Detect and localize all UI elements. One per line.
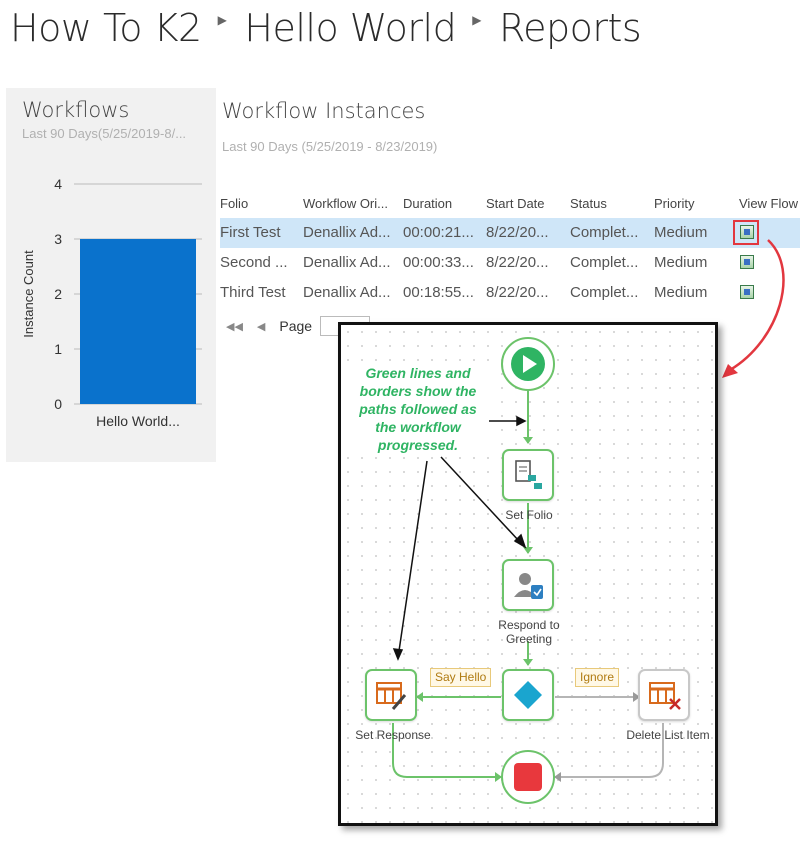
column-header-originator[interactable]: Workflow Ori... [303, 196, 388, 211]
respond-to-greeting-node[interactable] [502, 559, 554, 611]
list-delete-icon [649, 682, 681, 710]
bar [80, 239, 196, 404]
play-icon [511, 347, 545, 381]
y-axis-label: Instance Count [21, 250, 36, 338]
y-tick-label: 4 [54, 176, 62, 192]
page-label: Page [279, 318, 313, 334]
stop-icon [514, 763, 542, 791]
cell-start-date: 8/22/20... [486, 224, 549, 241]
column-header-view-flow[interactable]: View Flow [739, 196, 799, 211]
end-node[interactable] [501, 750, 555, 804]
callout-arrow [722, 239, 785, 378]
x-tick-label: Hello World... [96, 413, 180, 429]
table-header: Folio Workflow Ori... Duration Start Dat… [220, 192, 800, 218]
previous-page-icon[interactable]: ◀ [256, 320, 266, 333]
column-header-priority[interactable]: Priority [654, 196, 695, 211]
cell-folio: First Test [220, 224, 281, 241]
column-header-start-date[interactable]: Start Date [486, 196, 545, 211]
decision-node[interactable] [502, 669, 554, 721]
column-header-duration[interactable]: Duration [403, 196, 453, 211]
cell-status: Complet... [570, 254, 639, 271]
table-row[interactable]: First Test Denallix Ad... 00:00:21... 8/… [220, 218, 800, 248]
breadcrumb-item-how-to-k2[interactable]: How To K2 [10, 6, 202, 50]
y-tick-label: 2 [54, 286, 62, 302]
column-header-status[interactable]: Status [570, 196, 607, 211]
view-flow-icon[interactable] [740, 225, 754, 239]
cell-status: Complet... [570, 284, 639, 301]
cell-originator: Denallix Ad... [303, 254, 391, 271]
cell-originator: Denallix Ad... [303, 224, 391, 241]
view-flow-highlight [733, 220, 759, 245]
cell-folio: Second ... [220, 254, 288, 271]
cell-duration: 00:00:33... [403, 254, 474, 271]
delete-list-item-label: Delete List Item [626, 728, 710, 742]
instances-subtitle: Last 90 Days (5/25/2019 - 8/23/2019) [222, 139, 438, 154]
respond-to-greeting-label: Respond to Greeting [498, 618, 560, 646]
cell-folio: Third Test [220, 284, 286, 301]
set-folio-label: Set Folio [505, 508, 553, 522]
first-page-icon[interactable]: ◀◀ [226, 320, 243, 333]
view-flow-icon[interactable] [740, 255, 754, 269]
y-tick-label: 1 [54, 341, 62, 357]
y-tick-label: 0 [54, 396, 62, 412]
column-header-folio[interactable]: Folio [220, 196, 249, 211]
cell-status: Complet... [570, 224, 639, 241]
workflows-chart-panel: Workflows Last 90 Days(5/25/2019-8/... 0… [6, 88, 216, 462]
set-response-label: Set Response [355, 728, 431, 742]
set-response-node[interactable] [365, 669, 417, 721]
set-folio-node[interactable] [502, 449, 554, 501]
delete-list-item-node[interactable] [638, 669, 690, 721]
diamond-icon [514, 681, 542, 709]
cell-originator: Denallix Ad... [303, 284, 391, 301]
breadcrumb-separator-icon: ▶ [217, 13, 227, 27]
panel-subtitle: Last 90 Days(5/25/2019-8/... [22, 126, 187, 141]
ignore-tag: Ignore [575, 668, 620, 687]
panel-title: Workflows [22, 98, 130, 122]
list-edit-icon [376, 682, 407, 710]
instances-title: Workflow Instances [222, 99, 426, 123]
user-task-icon [514, 573, 543, 599]
diagram-connectors [392, 389, 664, 782]
view-flow-icon[interactable] [740, 285, 754, 299]
breadcrumb: How To K2 ▶ Hello World ▶ Reports [10, 6, 642, 50]
breadcrumb-item-reports: Reports [498, 6, 642, 50]
table-row[interactable]: Second ... Denallix Ad... 00:00:33... 8/… [220, 248, 800, 278]
breadcrumb-item-hello-world[interactable]: Hello World [244, 6, 457, 50]
say-hello-tag: Say Hello [430, 668, 492, 687]
cell-duration: 00:18:55... [403, 284, 474, 301]
breadcrumb-separator-icon: ▶ [472, 13, 481, 27]
y-tick-label: 3 [54, 231, 62, 247]
folio-icon [515, 460, 542, 489]
instances-table: Folio Workflow Ori... Duration Start Dat… [220, 192, 800, 308]
cell-start-date: 8/22/20... [486, 284, 549, 301]
start-node[interactable] [501, 337, 555, 391]
table-row[interactable]: Third Test Denallix Ad... 00:18:55... 8/… [220, 278, 800, 308]
cell-duration: 00:00:21... [403, 224, 474, 241]
annotation-note: Green lines and borders show the paths f… [347, 362, 489, 456]
workflow-diagram: Green lines and borders show the paths f… [338, 322, 718, 826]
cell-start-date: 8/22/20... [486, 254, 549, 271]
